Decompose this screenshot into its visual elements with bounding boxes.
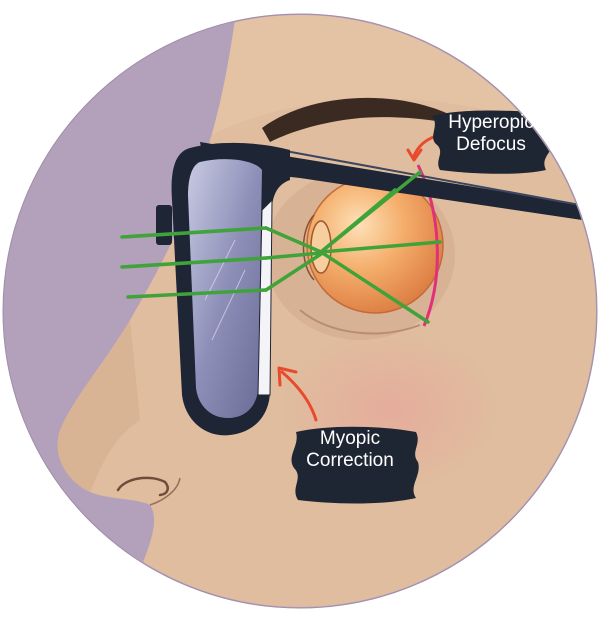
- myopic-label-line2: Correction: [289, 450, 411, 472]
- hyperopic-label-line2: Defocus: [421, 134, 561, 156]
- myopic-correction-label: Myopic Correction: [289, 428, 411, 472]
- hyperopic-label-line1: Hyperopic: [421, 112, 561, 134]
- glasses-lens: [188, 159, 262, 418]
- myopic-label-line1: Myopic: [289, 428, 411, 450]
- hyperopic-defocus-label: Hyperopic Defocus: [421, 112, 561, 156]
